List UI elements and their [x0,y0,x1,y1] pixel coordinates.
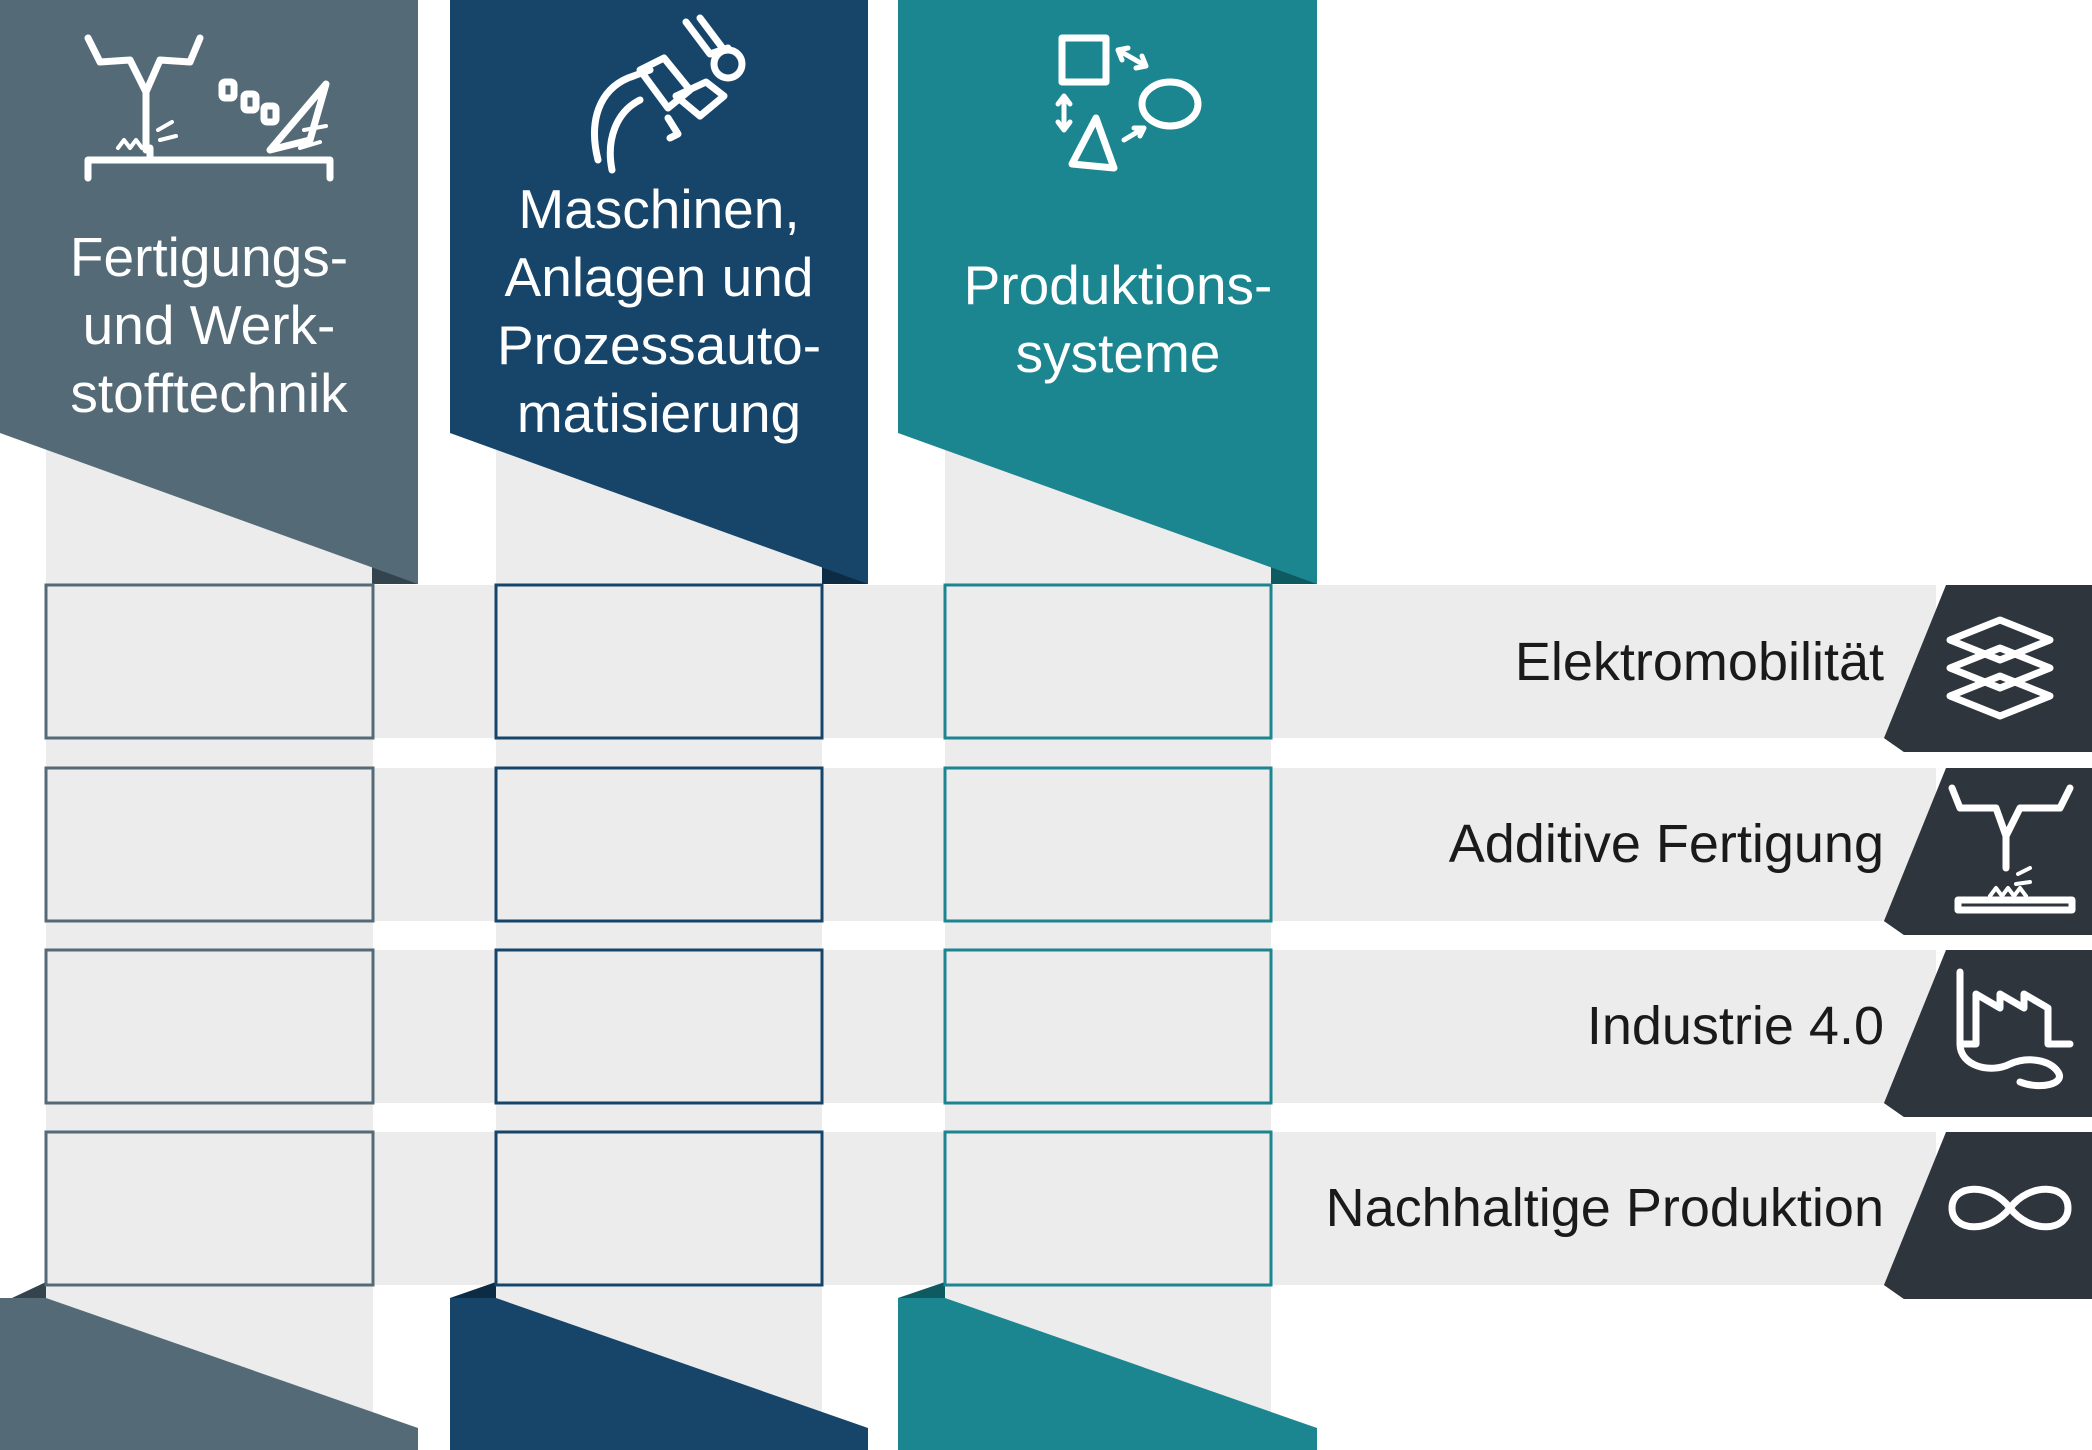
column-footer-2-fold [450,1282,496,1298]
shapes-cycle-icon [1055,34,1202,172]
cell-r2-c2 [494,766,824,923]
column-header-3 [898,0,1317,584]
column-footer-1-banner [0,1298,418,1450]
cell-r3-c2 [494,948,824,1105]
cell-r2-c3 [943,766,1273,923]
row-tab-1-shape [1884,585,2092,752]
battery-layers-icon [1946,616,2054,720]
welding-icon [84,34,334,182]
column-header-3-title: Produktions- systeme [964,254,1273,384]
row-stripe-1 [46,585,1936,738]
row-tab-4-shape [1884,1132,2092,1299]
row-tabs [1884,585,2092,1299]
row-labels: Elektromobilität Additive Fertigung Indu… [1326,632,1884,1238]
additive-printer-icon [1948,784,2076,914]
infinity-icon [1948,1185,2072,1231]
column-footer-2 [450,1282,868,1450]
column-footer-3-fold [898,1282,945,1298]
cell-r4-c1 [44,1130,375,1287]
robot-arm-icon [591,14,746,174]
column-body-2 [496,430,822,1450]
column-footer-1-fold [12,1282,46,1298]
column-footer-1 [0,1282,418,1450]
cell-grid [44,583,1273,1287]
row-tab-3 [1884,950,2092,1117]
column-body-3 [945,430,1271,1450]
cell-r4-c3 [943,1130,1273,1287]
row-stripes [46,585,1936,1285]
column-header-2-banner [450,0,868,584]
column-header-2-line-1: Maschinen, [518,178,799,240]
cell-r3-c1 [44,948,375,1105]
column-header-2-line-2: Anlagen und [505,246,814,308]
row-label-4: Nachhaltige Produktion [1326,1178,1884,1238]
factory-icon [1956,968,2074,1090]
column-header-3-banner [898,0,1317,584]
row-tab-4 [1884,1132,2092,1299]
column-header-1-line-1: Fertigungs- [70,226,348,288]
cell-r1-c2 [494,583,824,740]
cell-r1-c1 [44,583,375,740]
cell-r2-c1 [44,766,375,923]
row-label-3: Industrie 4.0 [1587,996,1884,1056]
column-header-1-title: Fertigungs- und Werk- stofftechnik [70,226,348,424]
column-header-2-line-4: matisierung [517,382,801,444]
column-header-2 [450,0,868,584]
column-footer-2-banner [450,1298,868,1450]
column-header-3-line-2: systeme [1016,322,1221,384]
column-header-3-line-1: Produktions- [964,254,1273,316]
column-footer-3-banner [898,1298,1317,1450]
row-stripe-4 [46,1132,1936,1285]
row-stripe-2 [46,768,1936,921]
column-header-1-line-2: und Werk- [83,294,336,356]
column-bodies [46,430,1271,1450]
column-header-1-line-3: stofftechnik [70,362,348,424]
row-tab-3-shape [1884,950,2092,1117]
column-header-2-line-3: Prozessauto- [497,314,821,376]
cell-r3-c3 [943,948,1273,1105]
row-label-1: Elektromobilität [1515,632,1884,692]
cell-r4-c2 [494,1130,824,1287]
cell-r1-c3 [943,583,1273,740]
row-tab-1 [1884,585,2092,752]
column-body-1 [46,430,373,1450]
column-footer-3 [898,1282,1317,1450]
row-label-2: Additive Fertigung [1449,814,1884,874]
row-stripe-3 [46,950,1936,1103]
column-header-2-title: Maschinen, Anlagen und Prozessauto- mati… [497,178,821,444]
